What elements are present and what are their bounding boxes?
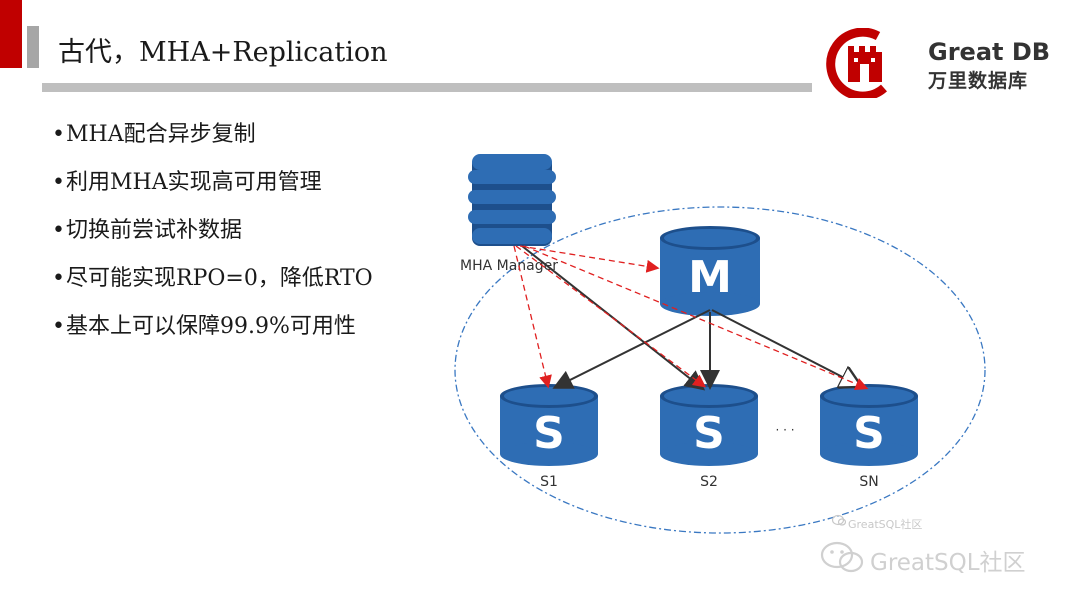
slave-letter-s2: S [693, 408, 725, 459]
slave-node-icon-s1 [500, 384, 598, 466]
greatdb-logo-icon [826, 28, 887, 98]
watermark-large: GreatSQL社区 [870, 550, 1026, 576]
master-node-icon [660, 226, 760, 316]
logo-brand-cn: 万里数据库 [928, 70, 1029, 92]
arrow-master-to-sn [711, 309, 860, 386]
bullet-item: •切换前尝试补数据 [52, 218, 243, 243]
slide-title: 古代，MHA+Replication [58, 37, 388, 68]
logo-brand-en: Great DB [928, 38, 1051, 66]
bullet-text: 利用MHA实现高可用管理 [66, 170, 322, 195]
bullet-text: 基本上可以保障99.9%可用性 [66, 314, 356, 339]
title-accent-bar [0, 0, 22, 68]
arrow-master-to-s1 [552, 309, 711, 389]
monitor-arrow-s1 [513, 245, 552, 389]
title-accent-bar-gray [27, 26, 39, 68]
slave-node-icon-s2 [660, 384, 758, 466]
wechat-large-icon [820, 541, 864, 573]
mha-manager-label: MHA Manager [460, 258, 558, 274]
node-label-s2: S2 [700, 474, 718, 490]
bullet-item: •尽可能实现RPO=0，降低RTO [52, 266, 373, 291]
bullet-list: •MHA配合异步复制 •利用MHA实现高可用管理 •切换前尝试补数据 •尽可能实… [52, 118, 373, 358]
mha-architecture-diagram: MHA Manager M S S S · · · S1 S2 S [454, 154, 986, 534]
bullet-item: •MHA配合异步复制 [52, 122, 256, 147]
bullet-text: MHA配合异步复制 [66, 122, 256, 147]
slave-letter-s1: S [533, 408, 565, 459]
title-underline [42, 83, 812, 92]
node-label-sn: SN [859, 474, 878, 490]
monitor-arrow-s2 [515, 245, 707, 388]
bullet-text: 切换前尝试补数据 [66, 218, 243, 243]
ellipsis-label: · · · [775, 423, 794, 437]
cluster-boundary [454, 206, 986, 534]
slave-letter-sn: S [853, 408, 885, 459]
watermark-small: GreatSQL社区 [848, 518, 923, 531]
wechat-small-icon [832, 514, 846, 526]
monitor-arrow-master [519, 245, 660, 273]
bullet-text: 尽可能实现RPO=0，降低RTO [66, 266, 373, 291]
slave-node-icon-sn [820, 384, 918, 466]
master-letter: M [688, 252, 732, 303]
bullet-item: •利用MHA实现高可用管理 [52, 170, 322, 195]
bullet-item: •基本上可以保障99.9%可用性 [52, 314, 356, 339]
mha-manager-icon [468, 154, 556, 246]
monitor-arrow-sn [523, 245, 869, 391]
node-label-s1: S1 [540, 474, 558, 490]
arrow-manager-to-s2 [521, 245, 706, 391]
